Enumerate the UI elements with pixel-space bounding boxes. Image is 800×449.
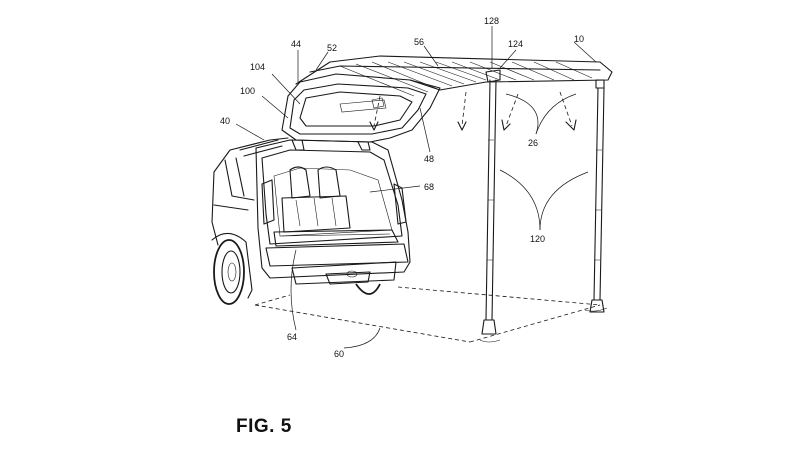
ref-100: 100 bbox=[240, 86, 255, 96]
ref-120: 120 bbox=[530, 234, 545, 244]
ref-104: 104 bbox=[250, 62, 265, 72]
leader-lines bbox=[235, 26, 597, 349]
ref-56: 56 bbox=[414, 37, 424, 47]
ref-44: 44 bbox=[291, 39, 301, 49]
support-legs bbox=[481, 79, 605, 335]
ref-52: 52 bbox=[327, 43, 337, 53]
figure-caption: FIG. 5 bbox=[236, 416, 292, 437]
liftgate bbox=[281, 73, 441, 151]
ref-48: 48 bbox=[424, 154, 434, 164]
ref-128: 128 bbox=[484, 16, 499, 26]
ref-124: 124 bbox=[508, 39, 523, 49]
ref-26: 26 bbox=[528, 138, 538, 148]
vehicle bbox=[211, 137, 411, 305]
ref-64: 64 bbox=[287, 332, 297, 342]
light-rays bbox=[457, 91, 577, 131]
ref-60: 60 bbox=[334, 349, 344, 359]
ref-40: 40 bbox=[220, 116, 230, 126]
reference-numerals: 10 128 124 56 44 52 104 100 40 26 48 68 … bbox=[220, 16, 584, 359]
ref-68: 68 bbox=[424, 182, 434, 192]
awning-canopy bbox=[295, 55, 613, 97]
ref-10: 10 bbox=[574, 34, 584, 44]
ground-footprint bbox=[254, 286, 608, 343]
